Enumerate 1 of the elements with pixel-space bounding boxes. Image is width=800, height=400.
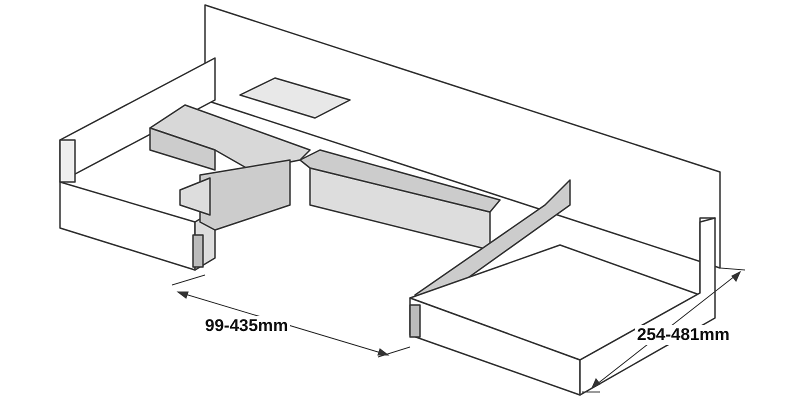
dimension-label: 254-481mm <box>635 325 732 345</box>
